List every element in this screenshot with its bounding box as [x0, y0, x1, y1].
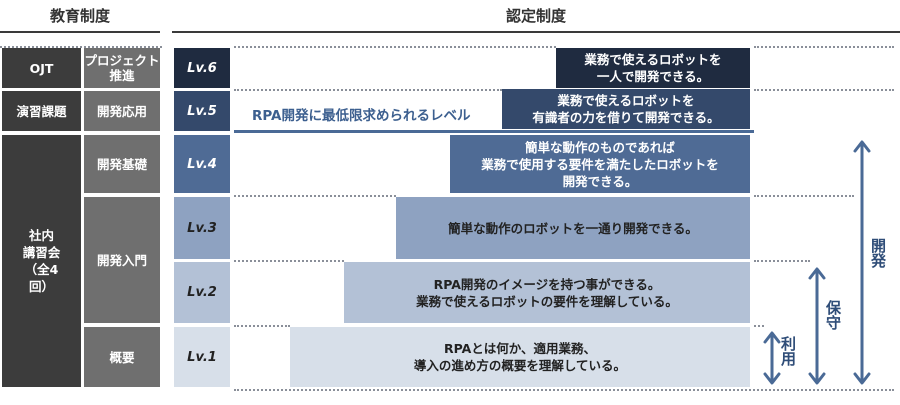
row-divider-5 — [234, 325, 290, 327]
row-divider-3 — [234, 195, 396, 197]
level-3: Lv.3 — [174, 197, 230, 259]
arrow-develop — [853, 140, 871, 385]
row-divider-5-far — [754, 325, 764, 327]
education-dev-intro-label: 開発入門 — [96, 252, 147, 268]
education-dev-applied-label: 開発応用 — [96, 103, 147, 119]
row-divider-top — [0, 46, 162, 48]
minimum-level-note: RPA開発に最低限求められるレベル — [252, 108, 471, 124]
row-divider-1-far — [754, 89, 894, 91]
education-project: プロジェクト 推進 — [84, 48, 160, 88]
education-training-label: 社内 講習会 （全4 回） — [22, 228, 61, 294]
row-divider-3-far — [754, 195, 854, 197]
row-divider-4-far — [754, 260, 810, 262]
education-ojt-label: OJT — [29, 60, 54, 76]
arrow-use — [763, 331, 781, 385]
description-lv2: RPA開発のイメージを持つ事ができる。 業務で使えるロボットの要件を理解している… — [344, 262, 750, 323]
range-maintain-text: 保守 — [824, 300, 842, 330]
level-1: Lv.1 — [174, 327, 230, 387]
education-ojt: OJT — [2, 48, 81, 88]
description-lv6: 業務で使えるロボットを 一人で開発できる。 — [556, 48, 750, 88]
description-lv3: 簡単な動作のロボットを一通り開発できる。 — [396, 197, 750, 259]
education-dev-applied: 開発応用 — [84, 91, 160, 131]
range-develop-text: 開発 — [869, 238, 887, 268]
range-use-text: 利用 — [779, 336, 797, 366]
row-divider-1 — [234, 89, 502, 91]
range-use-label: 利用 — [778, 336, 798, 371]
education-overview-label: 概要 — [109, 349, 135, 365]
minimum-level-line — [234, 130, 754, 133]
arrow-maintain — [808, 267, 826, 385]
description-lv5: 業務で使えるロボットを 有識者の力を借りて開発できる。 — [502, 89, 750, 129]
row-divider-top-far — [754, 46, 894, 48]
range-develop-label: 開発 — [868, 238, 888, 273]
education-training: 社内 講習会 （全4 回） — [2, 135, 81, 387]
education-header: 教育制度 — [49, 7, 110, 25]
education-header-underline — [0, 31, 160, 33]
education-exercise: 演習課題 — [2, 91, 81, 131]
certification-header-underline — [172, 31, 900, 33]
education-dev-basic-label: 開発基礎 — [96, 156, 147, 172]
range-maintain-label: 保守 — [823, 300, 843, 335]
level-4: Lv.4 — [174, 135, 230, 193]
description-lv4: 簡単な動作のものであれば 業務で使用する要件を満たしたロボットを 開発できる。 — [450, 135, 750, 193]
level-5: Lv.5 — [174, 91, 230, 131]
education-exercise-label: 演習課題 — [16, 103, 67, 119]
row-divider-top-right — [234, 46, 556, 48]
education-dev-basic: 開発基礎 — [84, 135, 160, 193]
education-dev-intro: 開発入門 — [84, 197, 160, 323]
level-6: Lv.6 — [174, 48, 230, 88]
education-overview: 概要 — [84, 327, 160, 387]
description-lv1: RPAとは何か、適用業務、 導入の進め方の概要を理解している。 — [290, 327, 750, 387]
education-project-label: プロジェクト 推進 — [84, 53, 160, 83]
level-2: Lv.2 — [174, 262, 230, 323]
row-divider-4 — [234, 260, 344, 262]
certification-header: 認定制度 — [505, 7, 566, 25]
row-divider-bottom — [234, 389, 894, 391]
